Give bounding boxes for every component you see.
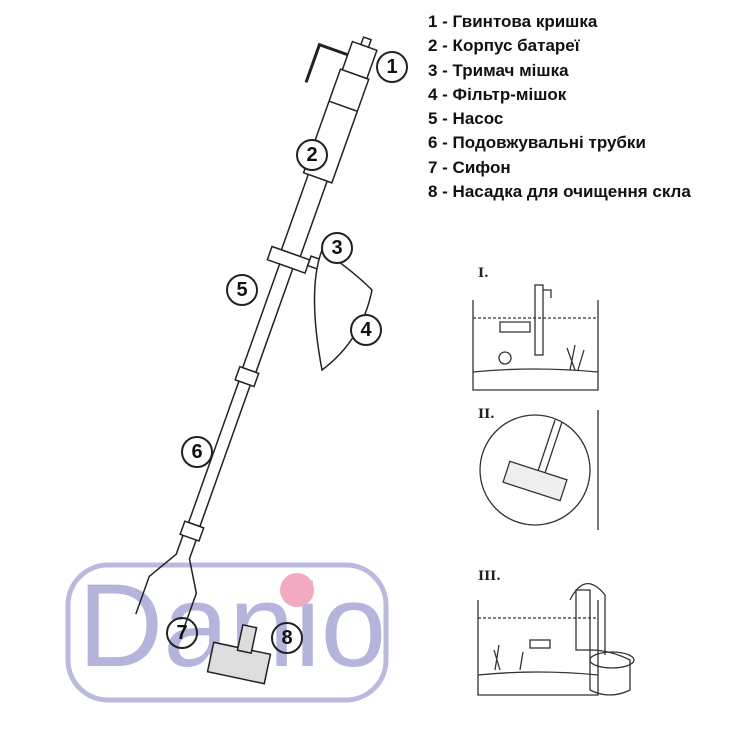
legend-item: 8 - Насадка для очищення скла [428, 182, 691, 202]
legend-item: 5 - Насос [428, 109, 504, 129]
svg-text:6: 6 [191, 441, 202, 463]
legend-item: 1 - Гвинтова кришка [428, 12, 598, 31]
svg-text:3: 3 [331, 237, 342, 259]
callout-5: 5 [226, 274, 258, 306]
callout-7: 7 [166, 617, 198, 649]
svg-text:III.: III. [478, 569, 501, 584]
svg-text:2: 2 [306, 144, 317, 166]
step-1-panel: I. [472, 266, 599, 391]
svg-text:I.: I. [478, 266, 489, 281]
callout-6: 6 [181, 436, 213, 468]
watermark-dot [280, 573, 314, 607]
filter-bag [313, 248, 373, 372]
legend-item: 7 - Сифон [428, 157, 511, 177]
callout-3: 3 [321, 232, 353, 264]
svg-text:7: 7 [176, 622, 187, 644]
callouts: 1 2 3 4 5 6 7 8 [166, 51, 408, 654]
legend-item: 4 - Фільтр-мішок [428, 84, 567, 104]
callout-2: 2 [296, 139, 328, 171]
svg-text:1: 1 [386, 56, 397, 78]
legend-item: 6 - Подовжувальні трубки [428, 133, 646, 153]
legend-item: 3 - Тримач мішка [428, 60, 569, 80]
callout-1: 1 [376, 51, 408, 83]
step-2-panel: II. [478, 407, 599, 530]
svg-text:II.: II. [478, 407, 495, 422]
gravel-vacuum-illustration [135, 36, 378, 685]
danio-watermark: Danio [65, 560, 389, 703]
step-3-panel: III. [477, 569, 635, 696]
svg-text:8: 8 [281, 627, 292, 649]
callout-4: 4 [350, 314, 382, 346]
svg-text:5: 5 [236, 279, 247, 301]
parts-legend: 1 - Гвинтова кришка 2 - Корпус батареї 3… [428, 10, 691, 204]
svg-text:4: 4 [360, 319, 372, 341]
legend-item: 2 - Корпус батареї [428, 36, 580, 56]
callout-8: 8 [271, 622, 303, 654]
